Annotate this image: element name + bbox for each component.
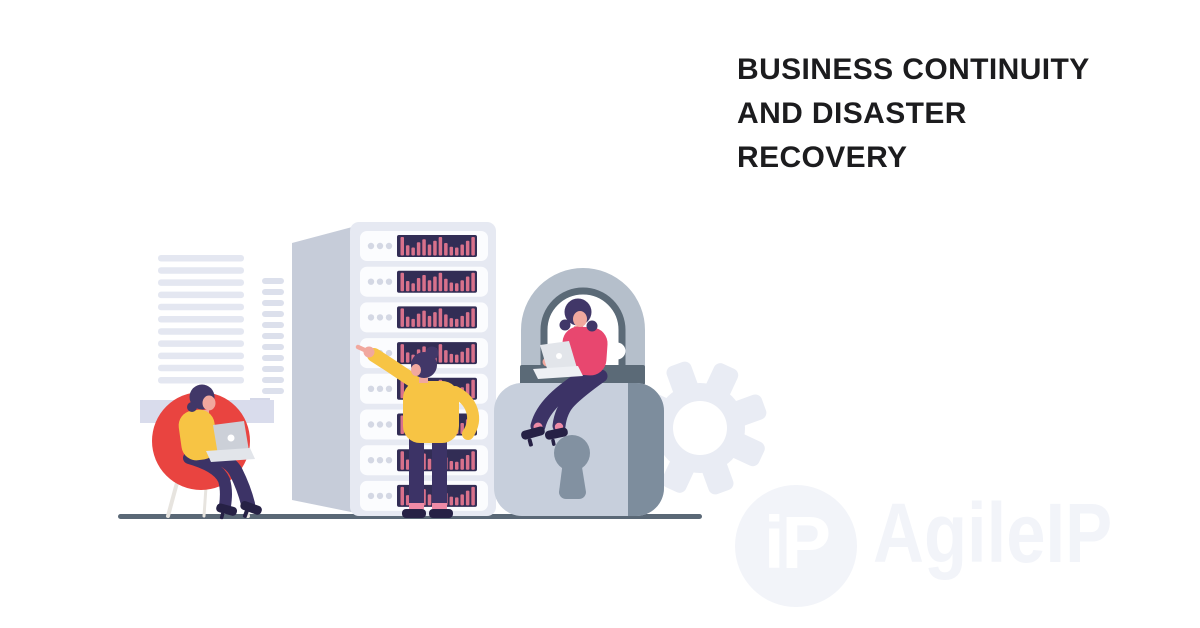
heel-shoe	[216, 503, 238, 520]
laptop-logo	[556, 353, 562, 359]
title-line: BUSINESS CONTINUITY	[737, 53, 1090, 86]
heel-shoe	[544, 427, 568, 446]
keyhole-stem	[559, 461, 586, 499]
arm	[449, 386, 480, 440]
heel-shoe	[521, 426, 545, 447]
sock	[432, 503, 447, 509]
face	[411, 364, 421, 376]
heel-shoe	[240, 501, 262, 518]
man-pointing	[355, 344, 480, 518]
server-side-panel	[292, 226, 356, 513]
title-line: RECOVERY	[737, 141, 908, 174]
lock-body-side	[628, 383, 664, 516]
document-panel-lines	[158, 255, 244, 384]
neck	[419, 374, 428, 383]
brand-monogram: iP	[764, 500, 831, 584]
page-title: BUSINESS CONTINUITY AND DISASTER RECOVER…	[737, 48, 1147, 180]
pointing-finger	[355, 344, 372, 355]
hair-bun	[425, 346, 439, 360]
brand-name: AgileIP	[873, 486, 1113, 580]
woman-on-lock	[521, 298, 608, 447]
chair-leg	[202, 485, 208, 518]
watermark: iP AgileIP	[735, 483, 1195, 613]
leg	[530, 362, 602, 434]
shoe	[402, 509, 426, 518]
lock-shackle	[521, 268, 645, 383]
face	[573, 311, 587, 327]
laptop-base	[206, 448, 255, 462]
lock-shackle-edge	[540, 287, 626, 383]
face	[202, 395, 216, 411]
leg	[552, 369, 608, 433]
laptop-base	[533, 366, 583, 379]
leg	[432, 438, 447, 508]
shackle-notch	[608, 342, 626, 360]
title-line: AND DISASTER	[737, 97, 967, 130]
gear-hole	[673, 401, 727, 455]
brand-logo-circle: iP	[735, 485, 857, 607]
woman-on-chair	[152, 384, 262, 520]
sock	[409, 503, 424, 509]
leg	[183, 452, 232, 512]
shoe	[429, 509, 453, 518]
hair-curl	[586, 320, 598, 332]
pointing-arm	[367, 348, 456, 409]
hair-curl	[559, 319, 571, 331]
leg	[409, 438, 424, 508]
laptop-logo	[227, 434, 235, 442]
hair-curl	[187, 402, 197, 412]
arm	[180, 422, 224, 452]
stripe-column-lines	[262, 278, 284, 394]
